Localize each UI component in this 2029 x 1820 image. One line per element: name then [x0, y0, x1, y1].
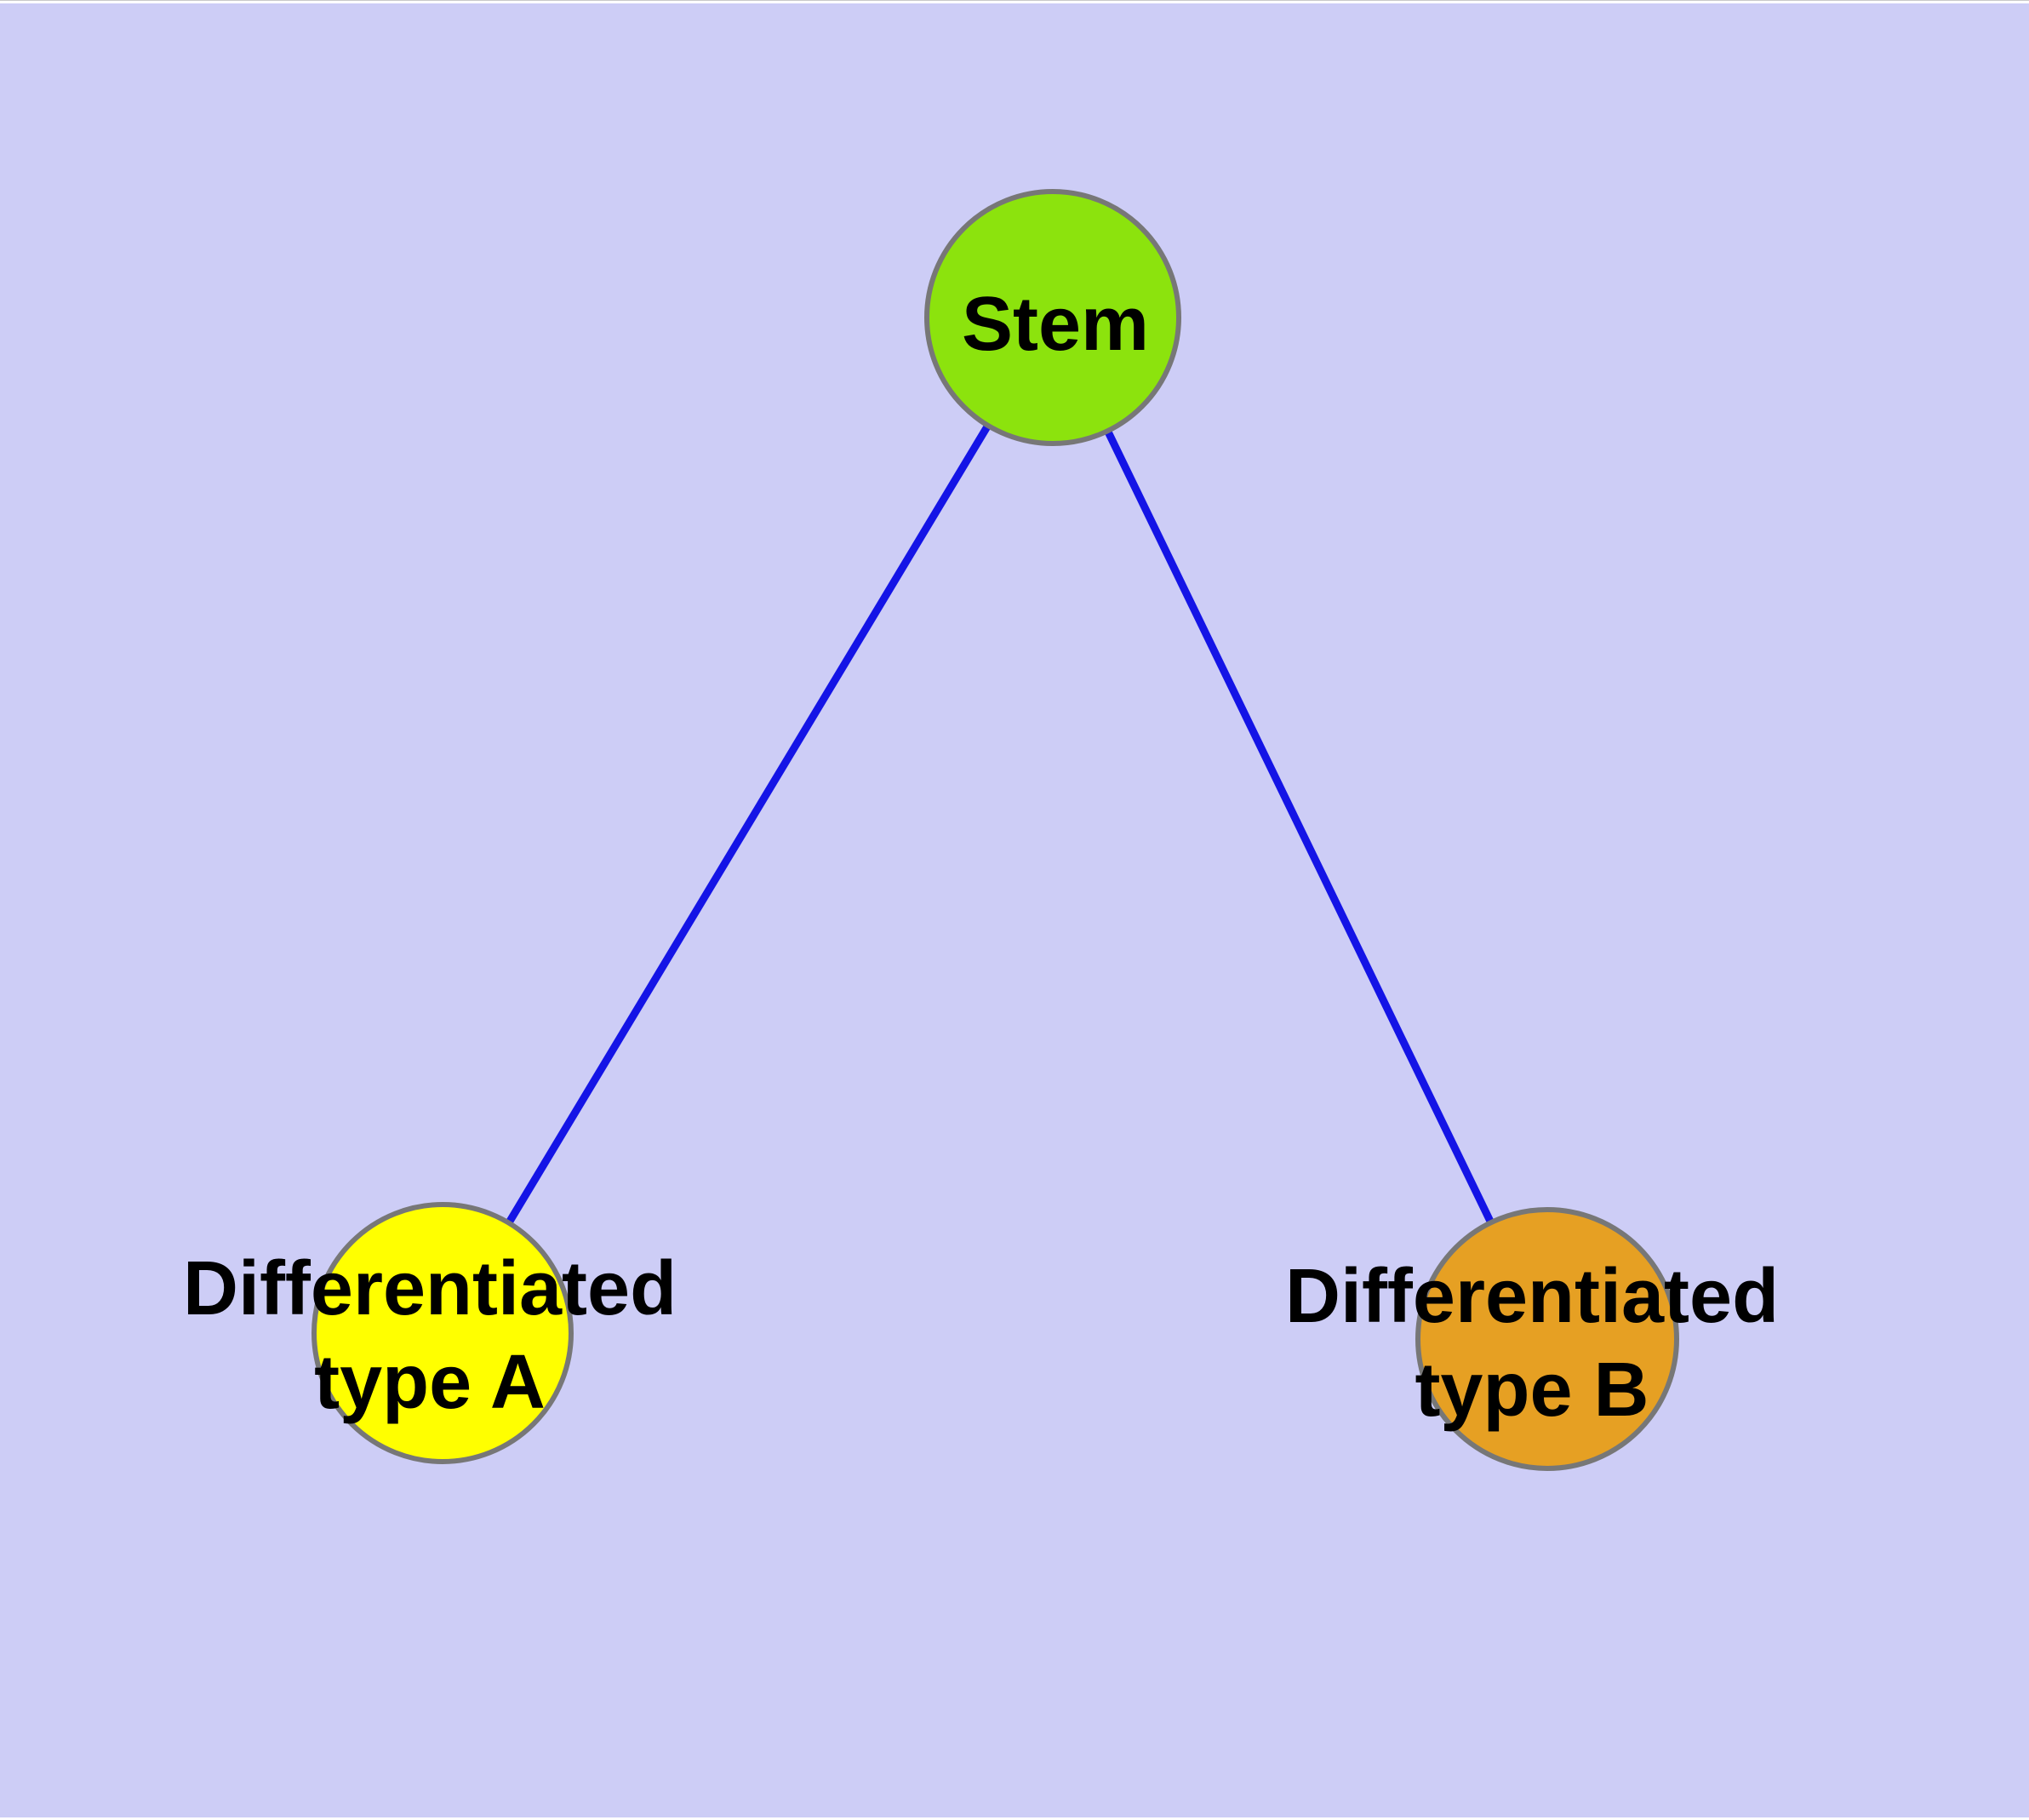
edge-stem-to-type-a — [439, 315, 1056, 1336]
node-stem[interactable] — [924, 189, 1181, 446]
edge-stem-to-type-b — [1049, 316, 1552, 1341]
node-differentiated-type-a[interactable] — [311, 1202, 574, 1464]
node-differentiated-type-b[interactable] — [1415, 1207, 1679, 1471]
